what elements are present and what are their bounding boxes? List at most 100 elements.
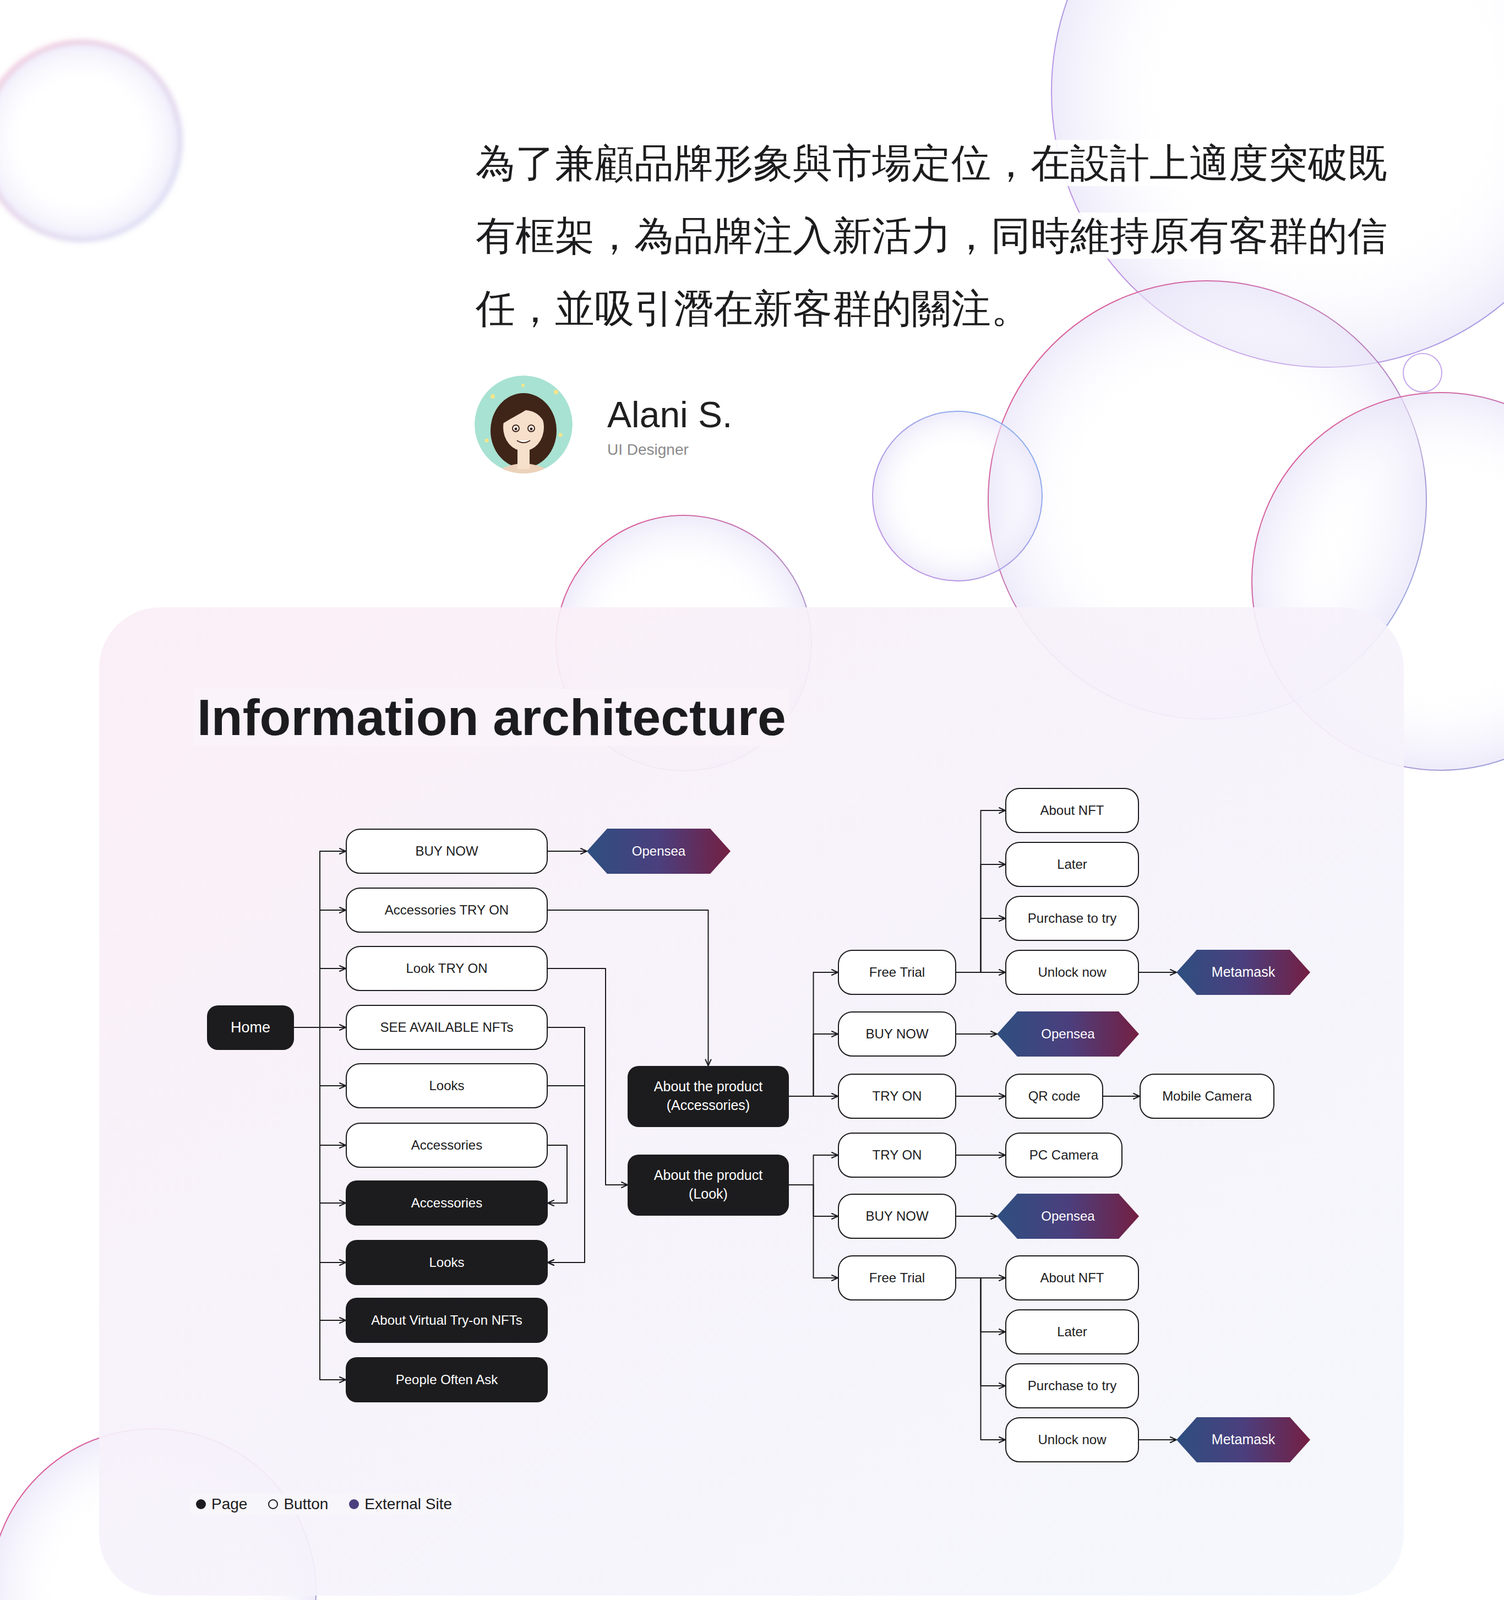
node-label: Purchase to try [1027,1376,1117,1395]
node-label: Mobile Camera [1162,1087,1252,1105]
quote-text-wrap: 為了兼顧品牌形象與市場定位，在設計上適度突破既有框架，為品牌注入新活力，同時維持… [475,132,1401,351]
connector-arrow [293,909,346,1028]
node-label: TRY ON [872,1087,923,1105]
external-site-outline [586,828,731,874]
node-label: TRY ON [872,1146,923,1164]
node-label: BUY NOW [865,1025,929,1043]
button-box: Later [1005,841,1140,887]
connector-arrow [547,1085,585,1263]
button-box: QR code [1005,1073,1104,1119]
quote-text: 為了兼顧品牌形象與市場定位，在設計上適度突破既有框架，為品牌注入新活力，同時維持… [475,139,1388,332]
connector-arrow [788,1184,838,1278]
avatar-pupil [514,427,518,431]
node-label: About Virtual Try-on NFTs [371,1311,522,1329]
node-label: Look TRY ON [405,959,488,978]
page-box: Looks [345,1239,548,1285]
connector-arrow [956,1095,1006,1097]
avatar-background [474,375,573,474]
node-label: About NFT [1039,1268,1104,1287]
node-label: Looks [428,1076,465,1095]
legend-label: Page [211,1495,248,1513]
avatar-collar [512,473,535,487]
button-box: Later [1005,1309,1140,1355]
node-label: Home [230,1017,271,1038]
avatar-bangs [502,397,546,424]
node-label: Purchase to try [1027,909,1117,928]
node-label: Later [1056,1322,1088,1341]
avatar-illustration [474,375,573,510]
node-label: Unlock now [1037,963,1106,982]
node-label: Accessories [411,1194,483,1212]
button-box: Unlock now [1005,1417,1140,1463]
node-label: Accessories [411,1136,483,1154]
button-box: Mobile Camera [1139,1073,1275,1119]
connector-arrow [956,971,1006,973]
button-box: About NFT [1005,787,1140,833]
bubble [872,411,1043,581]
page-box: About Virtual Try-on NFTs [345,1297,548,1343]
legend-item: Page [195,1495,248,1513]
connector-arrow [956,1033,997,1035]
connector-arrow [956,864,1006,973]
external-site-tag: Opensea [996,1011,1140,1057]
button-box: Accessories [345,1122,548,1168]
legend-label: Button [283,1495,329,1513]
connector-group [293,810,1177,1440]
connector-arrow [547,1145,568,1203]
button-box: Accessories TRY ON [345,887,548,933]
connector-arrow [788,1033,838,1097]
connector-arrow [293,851,346,1028]
button-box: BUY NOW [837,1193,957,1239]
connector-arrow [1139,1439,1177,1441]
external-site-tag: Metamask [1176,1417,1311,1463]
legend-item: Button [268,1495,329,1513]
button-box: Purchase to try [1005,895,1140,941]
button-box: TRY ON [837,1073,957,1119]
author-name-wrap: Alani S. [607,394,733,437]
connector-arrow [547,1027,585,1263]
avatar-pupil [530,427,533,431]
page-box: About the product (Look) [627,1154,789,1216]
node-label: BUY NOW [865,1207,929,1225]
external-site-outline [996,1193,1140,1239]
node-label: QR code [1028,1087,1081,1105]
button-box: SEE AVAILABLE NFTs [345,1004,548,1050]
page-box: Accessories [345,1180,548,1226]
author-role-wrap: UI Designer [607,440,689,460]
connector-arrow [1103,1095,1140,1097]
button-box: TRY ON [837,1132,957,1178]
button-box: Purchase to try [1005,1363,1140,1409]
node-label: PC Camera [1029,1146,1099,1164]
node-label: BUY NOW [415,842,478,860]
legend-swatch [349,1499,359,1509]
button-box: Free Trial [837,949,957,995]
external-site-outline [996,1011,1140,1057]
avatar-body [488,463,559,510]
node-label: About the product (Accessories) [637,1077,779,1115]
connector-arrow [788,972,838,1097]
node-label: Free Trial [869,963,925,982]
external-site-tag: Opensea [586,828,731,874]
node-label: Metamask [1211,962,1275,982]
button-box: Unlock now [1005,949,1140,995]
connector-arrow [788,1095,838,1097]
node-label: Unlock now [1037,1430,1106,1449]
connector-arrow [293,968,346,1028]
connector-arrow [956,918,1006,973]
avatar-eye [527,424,535,432]
title-wrap: Information architecture [193,687,790,749]
avatar-dot [558,433,563,438]
external-site-tag: Metamask [1176,949,1311,995]
node-label: Free Trial [869,1268,925,1287]
bubble [1403,353,1442,392]
legend-label: External Site [364,1495,452,1513]
node-label: Opensea [1041,1025,1095,1043]
button-box: BUY NOW [837,1011,957,1057]
button-box: Free Trial [837,1255,957,1301]
author-name: Alani S. [607,394,733,435]
connector-arrow [547,968,628,1185]
node-label: Opensea [631,842,686,860]
connector-arrow [956,1215,997,1217]
